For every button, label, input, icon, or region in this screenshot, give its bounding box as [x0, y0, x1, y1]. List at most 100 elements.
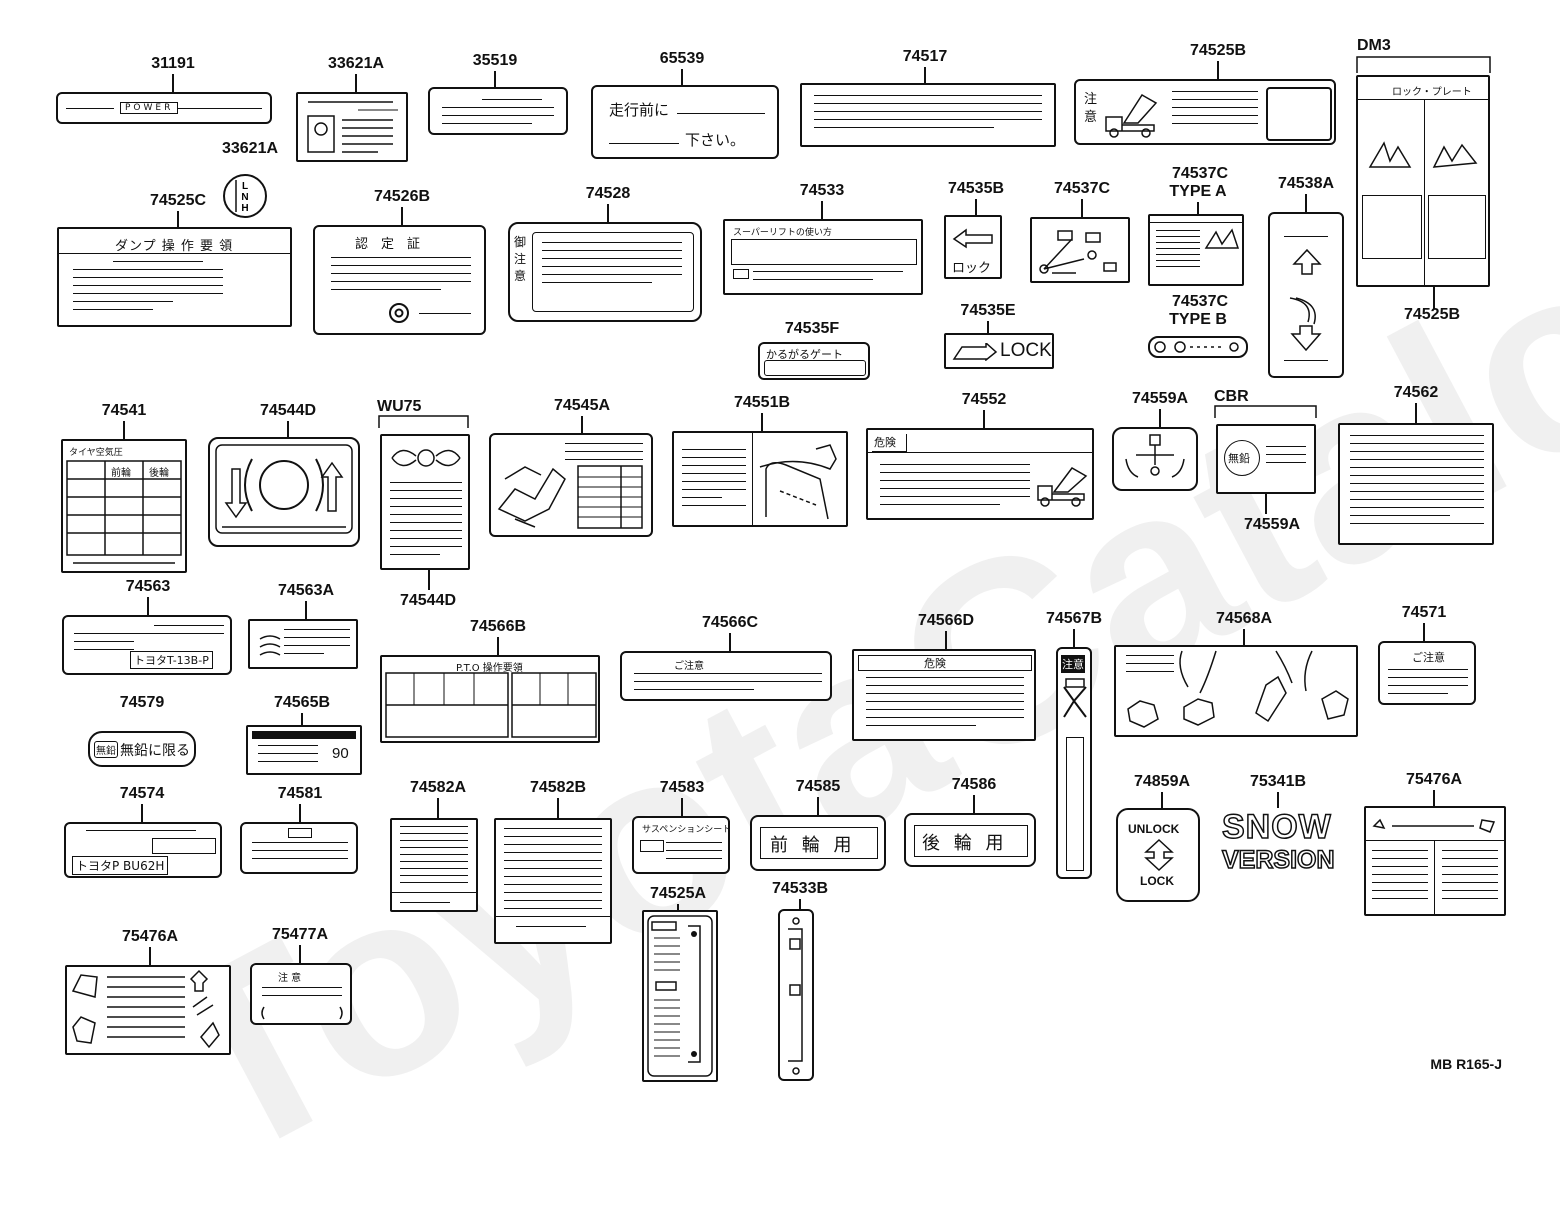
label-65539[interactable]: 走行前に 下さい。	[591, 85, 779, 159]
part-number-74537C-typeA: 74537C	[1171, 165, 1229, 182]
part-number-74581: 74581	[277, 785, 323, 802]
leader-line	[497, 637, 499, 655]
part-number-74525B-side: 74525B	[1403, 306, 1461, 323]
hand-icon	[1063, 678, 1087, 718]
label-74559A-unleaded[interactable]: 無鉛	[1216, 424, 1316, 494]
part-number-31191: 31191	[151, 55, 195, 72]
label-74544D-wu75[interactable]	[380, 434, 470, 570]
part-number-74537C: 74537C	[1053, 180, 1111, 197]
label-74567B-caution[interactable]: 注意	[1056, 647, 1092, 879]
part-number-74582A: 74582A	[409, 779, 467, 796]
bracket-shape	[261, 1006, 343, 1020]
part-number-74525C: 74525C	[149, 192, 207, 209]
label-74559A-shift[interactable]	[1112, 427, 1198, 491]
kudasai-text: 下さい。	[685, 131, 746, 149]
leader-line	[301, 713, 303, 725]
label-74525C-dump-operation[interactable]: ダンプ 操 作 要 領	[57, 227, 292, 327]
label-74517[interactable]	[800, 83, 1056, 147]
label-74551B[interactable]	[672, 431, 848, 527]
label-74581[interactable]	[240, 822, 358, 874]
up-down-arrow-icon	[1144, 838, 1174, 872]
label-74537C[interactable]	[1030, 217, 1130, 283]
part-number-74552: 74552	[961, 391, 1007, 408]
leader-line	[973, 795, 975, 813]
label-74563A[interactable]	[248, 619, 358, 669]
label-33621A-shift-pattern[interactable]	[296, 92, 408, 162]
shift-pattern-icon-2	[1125, 434, 1185, 478]
bracket-line	[378, 415, 469, 428]
label-75341B-snow-version[interactable]: SNOW VERSION	[1218, 808, 1340, 880]
part-number-74533B: 74533B	[771, 880, 829, 897]
label-74571[interactable]: ご注意	[1378, 641, 1476, 705]
label-74526B-certificate[interactable]: 認 定 証	[313, 225, 486, 335]
label-74552-danger[interactable]: 危険	[866, 428, 1094, 520]
leader-line	[581, 416, 583, 433]
label-75476A-left[interactable]	[65, 965, 231, 1055]
label-75476A-right[interactable]	[1364, 806, 1506, 916]
label-74585-front[interactable]: 前 輪 用	[750, 815, 886, 871]
label-74565B[interactable]: 90	[246, 725, 362, 775]
label-74566D-danger[interactable]: 危険	[852, 649, 1036, 741]
label-74528[interactable]: 御 注 意	[508, 222, 702, 322]
part-number-74526B: 74526B	[373, 188, 431, 205]
leader-line	[305, 601, 307, 619]
leader-line	[149, 947, 151, 965]
label-74525B-dump[interactable]: 注 意	[1074, 79, 1336, 145]
label-74533-super-lift[interactable]: スーパーリフトの使い方	[723, 219, 923, 295]
label-74579-unleaded-only[interactable]: 無鉛 無鉛に限る	[88, 731, 196, 767]
label-35519[interactable]	[428, 87, 568, 135]
pto-grid	[385, 672, 597, 738]
label-74545A[interactable]	[489, 433, 653, 537]
dotted-indicator-icon	[1154, 341, 1239, 353]
super-lift-text: スーパーリフトの使い方	[733, 228, 832, 238]
leader-line	[677, 904, 679, 910]
part-number-74541: 74541	[101, 402, 147, 419]
label-74562[interactable]	[1338, 423, 1494, 545]
label-74583[interactable]: サスペンションシート	[632, 816, 730, 874]
tire-pressure-table	[66, 460, 182, 564]
bracket-line	[1214, 405, 1317, 418]
svg-text:L: L	[242, 181, 248, 192]
part-number-74583: 74583	[659, 779, 705, 796]
part-number-74545A: 74545A	[553, 397, 611, 414]
label-74566B-pto[interactable]: P.T.O 操作要領	[380, 655, 600, 743]
label-74537C-typeB[interactable]	[1148, 336, 1248, 358]
part-number-74551B: 74551B	[733, 394, 791, 411]
label-74859A-unlock-lock[interactable]: UNLOCK LOCK	[1116, 808, 1200, 902]
leader-line	[1415, 403, 1417, 423]
label-75477A[interactable]: 注 意	[250, 963, 352, 1025]
leader-line	[761, 413, 763, 431]
label-74582A[interactable]	[390, 818, 478, 912]
label-74568A[interactable]	[1114, 645, 1358, 737]
label-74582B[interactable]	[494, 818, 612, 944]
label-74566C[interactable]: ご注意	[620, 651, 832, 701]
lock-jp-text: ロック	[952, 261, 992, 276]
label-74525A[interactable]	[642, 910, 718, 1082]
part-number-74525A: 74525A	[649, 885, 707, 902]
label-74586-rear[interactable]: 後 輪 用	[904, 813, 1036, 867]
part-number-74579: 74579	[119, 694, 165, 711]
label-74533B[interactable]	[778, 909, 814, 1081]
label-dm3-lock-plate[interactable]: ロック・プレート	[1356, 75, 1490, 287]
label-74574[interactable]: トヨタP BU62H	[64, 822, 222, 878]
suspension-seat-text: サスペンションシート	[642, 825, 730, 835]
svg-text:N: N	[241, 192, 248, 203]
vertical-lever-diagram	[647, 915, 713, 1077]
lock-arrow-icon-2	[952, 343, 998, 361]
label-74563[interactable]: トヨタT-13B-P	[62, 615, 232, 675]
leader-line	[494, 71, 496, 87]
leader-line	[1305, 194, 1307, 212]
label-74538A[interactable]	[1268, 212, 1344, 378]
label-74541-tire-pressure[interactable]: タイヤ空気圧 前輪 後輪	[61, 439, 187, 573]
label-74537C-typeA[interactable]	[1148, 214, 1244, 286]
leader-line	[1433, 790, 1435, 806]
label-74535B-lock[interactable]: ロック	[944, 215, 1002, 279]
arrow-icons	[1372, 818, 1496, 833]
part-number-74586: 74586	[951, 776, 997, 793]
label-74535E-lock[interactable]: LOCK	[944, 333, 1054, 369]
label-31191[interactable]: POWER	[56, 92, 272, 124]
leader-line	[945, 631, 947, 649]
label-74544D-dial[interactable]	[208, 437, 360, 547]
type-a-text: TYPE A	[1169, 183, 1227, 200]
label-74535F[interactable]: かるがるゲート	[758, 342, 870, 380]
